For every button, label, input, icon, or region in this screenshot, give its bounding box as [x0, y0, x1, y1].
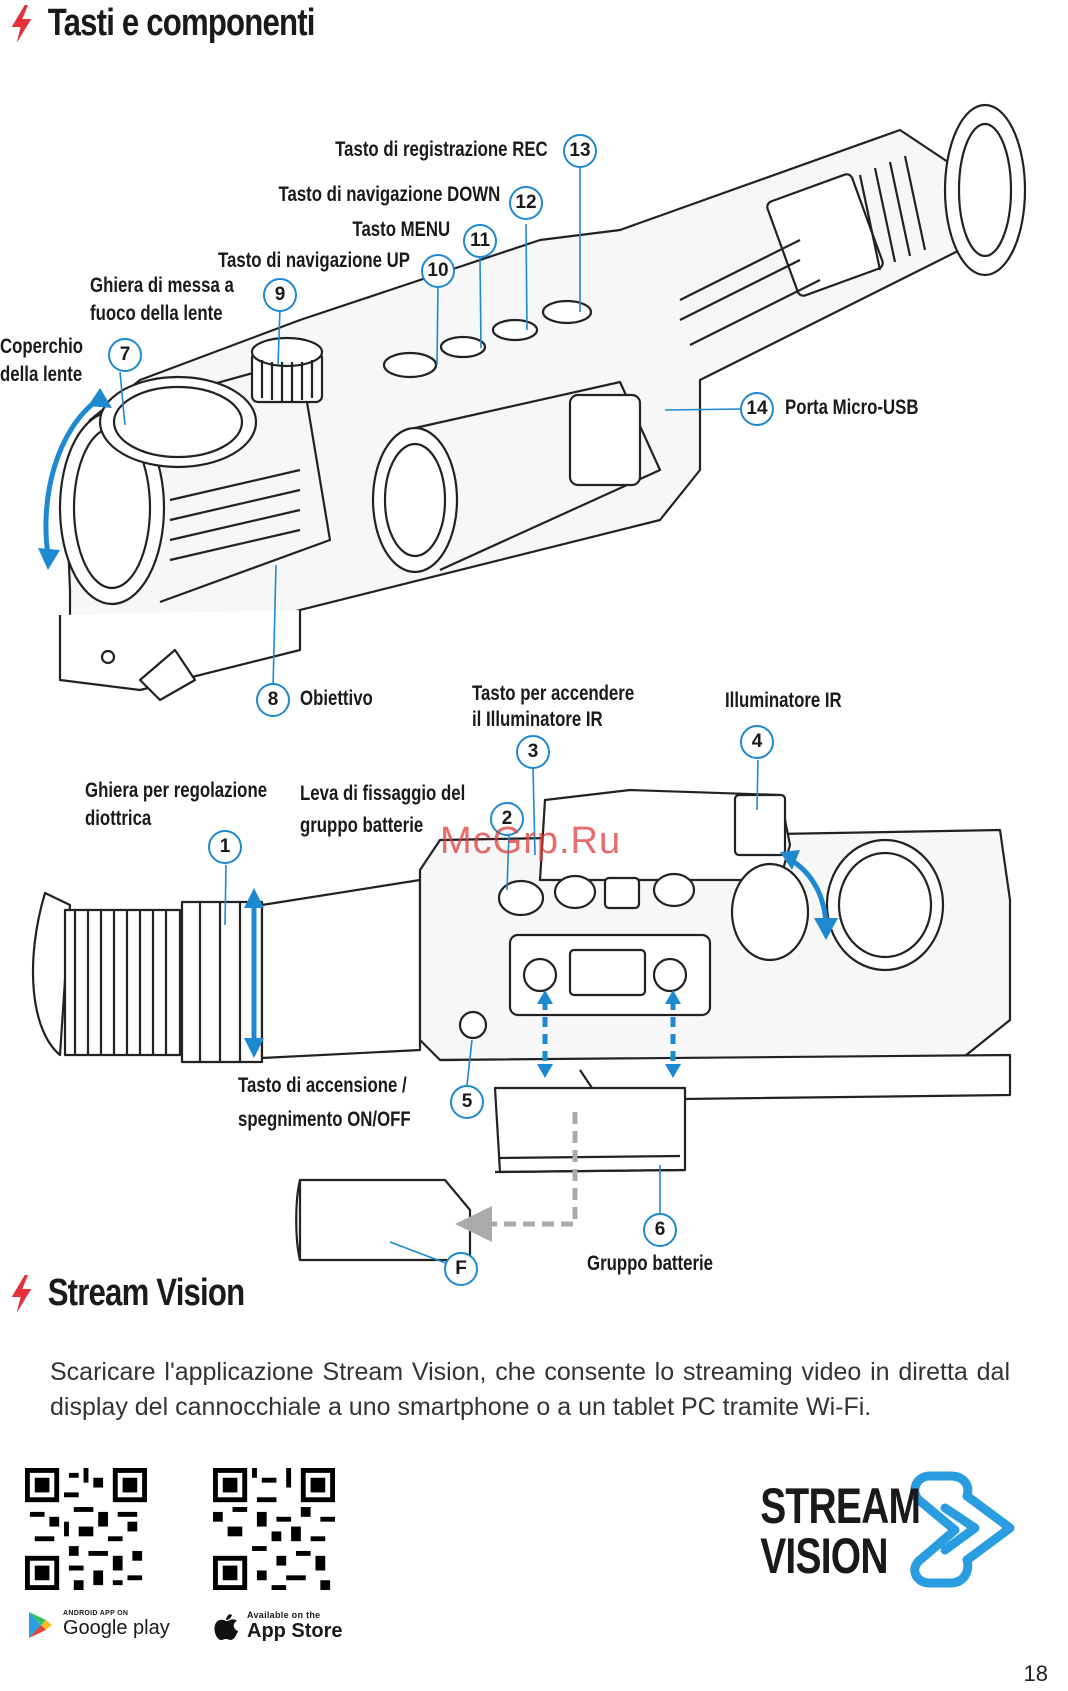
callout-badge-8: 8: [256, 683, 290, 717]
apple-icon: [214, 1613, 238, 1640]
label-power-button: Tasto di accensione /: [238, 1074, 407, 1097]
label-battery-lever: Leva di fissaggio del: [300, 782, 466, 805]
section-title-text: Tasti e componenti: [47, 2, 316, 44]
callout-badge-1: 1: [208, 830, 242, 864]
label-battery-pack: Gruppo batterie: [587, 1252, 714, 1275]
app-store-name: App Store: [247, 1620, 343, 1642]
callout-badge-6: 6: [643, 1213, 677, 1247]
label-ir-illuminator: Illuminatore IR: [725, 689, 842, 712]
callout-badge-10: 10: [421, 254, 455, 288]
label-up-button: Tasto di navigazione UP: [218, 249, 410, 272]
section-title-text: Stream Vision: [47, 1272, 245, 1314]
lightning-bolt-icon: [11, 1274, 32, 1313]
logo-line-1: STREAM: [760, 1477, 921, 1534]
stream-vision-logo-icon: [910, 1471, 1015, 1588]
google-play-badge[interactable]: ANDROID APP ON Google play: [25, 1610, 170, 1640]
google-play-caption: ANDROID APP ON: [63, 1610, 129, 1617]
callout-badge-f: F: [444, 1252, 478, 1286]
callout-badge-4: 4: [740, 725, 774, 759]
label-focus-ring-2: fuoco della lente: [90, 302, 223, 325]
callout-badge-9: 9: [263, 278, 297, 312]
section-title-stream-vision: Stream Vision: [10, 1272, 245, 1315]
label-ir-button-2: il Illuminatore IR: [472, 708, 603, 731]
lower-scope-illustration: [31, 788, 1012, 1262]
callout-badge-11: 11: [463, 224, 497, 258]
scope-diagram: [31, 103, 1027, 1271]
callout-badge-12: 12: [509, 186, 543, 220]
label-power-button-2: spegnimento ON/OFF: [238, 1108, 411, 1131]
label-focus-ring: Ghiera di messa a: [90, 274, 234, 297]
lightning-bolt-icon: [11, 4, 32, 43]
label-menu-button: Tasto MENU: [352, 218, 450, 241]
label-objective: Obiettivo: [300, 687, 373, 710]
label-down-button: Tasto di navigazione DOWN: [278, 183, 500, 206]
app-store-badge[interactable]: Available on the App Store: [213, 1610, 343, 1643]
app-store-caption: Available on the: [247, 1610, 321, 1620]
callout-badge-5: 5: [450, 1085, 484, 1119]
callout-badge-3: 3: [516, 735, 550, 769]
callout-badge-2: 2: [490, 802, 524, 836]
label-rec-button: Tasto di registrazione REC: [335, 138, 548, 161]
watermark: McGrp.Ru: [440, 820, 622, 862]
logo-line-2: VISION: [760, 1527, 888, 1584]
qr-code-app-store[interactable]: [213, 1468, 335, 1590]
callout-badge-13: 13: [563, 134, 597, 168]
label-battery-lever-2: gruppo batterie: [300, 814, 424, 837]
google-play-icon: [29, 1612, 52, 1638]
stream-vision-logo: STREAM VISION: [725, 1468, 1020, 1593]
label-micro-usb: Porta Micro-USB: [785, 396, 919, 419]
stream-vision-description: Scaricare l'applicazione Stream Vision, …: [50, 1358, 1010, 1421]
label-ir-button: Tasto per accendere: [472, 682, 635, 705]
page-number: 18: [1023, 1661, 1048, 1686]
label-lens-cap-2: della lente: [0, 363, 83, 386]
label-diopter-ring: Ghiera per regolazione: [85, 779, 268, 802]
qr-code-google-play[interactable]: [25, 1468, 147, 1590]
callout-badge-7: 7: [108, 338, 142, 372]
google-play-name: Google play: [63, 1617, 170, 1639]
callout-badge-14: 14: [740, 392, 774, 426]
upper-scope-illustration: [58, 103, 1027, 702]
label-diopter-ring-2: diottrica: [85, 807, 152, 830]
label-lens-cap: Coperchio: [0, 335, 84, 358]
section-title-components: Tasti e componenti: [10, 2, 315, 45]
